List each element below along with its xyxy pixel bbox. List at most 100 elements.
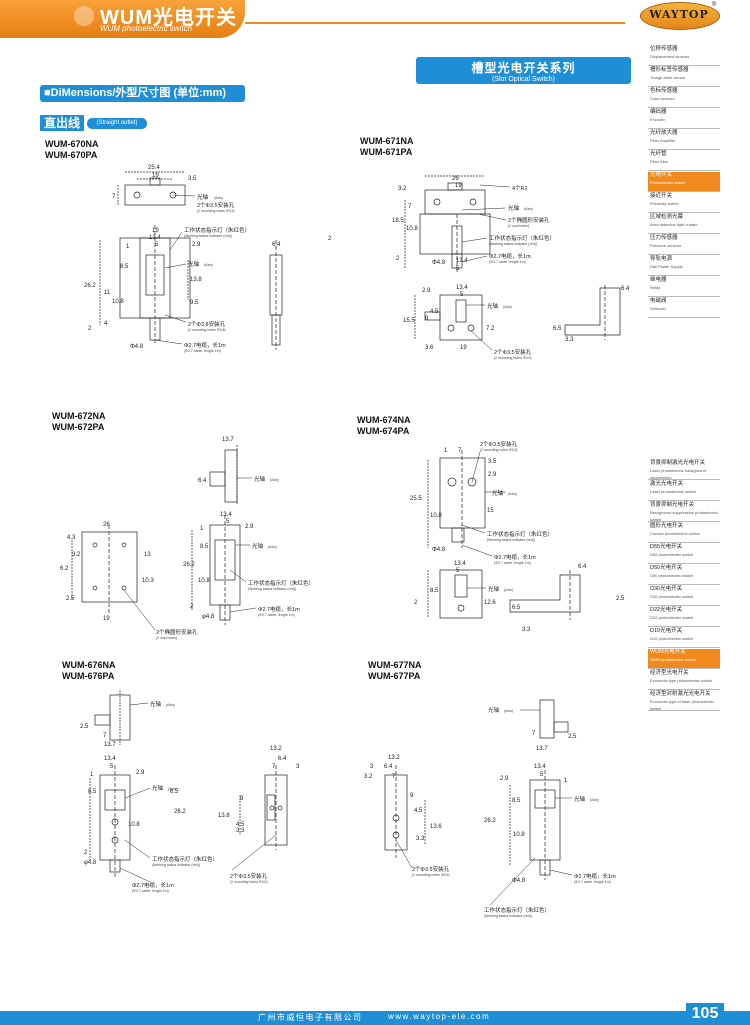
sidebar-item-label: 继电器 bbox=[650, 277, 667, 283]
dim-text: 26 bbox=[103, 522, 110, 528]
callout-holes-en: (2 mounting holes Φ3.5) bbox=[480, 448, 518, 452]
callout-axis-en: (Axis) bbox=[504, 709, 513, 713]
sidebar-item-sublabel: Relay bbox=[650, 285, 661, 290]
drawing-677-side bbox=[384, 765, 426, 858]
dim-text: 13.7 bbox=[222, 437, 234, 443]
dim-text: 2.9 bbox=[488, 472, 497, 478]
callouts-677: 光轴 (Axis) 光轴 (Axis) Φ2.7电缆，长1m (Φ2.7 cab… bbox=[412, 706, 616, 918]
dim-text: 10.8 bbox=[430, 513, 442, 519]
dim-text: 13.4 bbox=[534, 764, 546, 770]
dim-text: 5 bbox=[456, 266, 460, 272]
sidebar-item[interactable]: D30光电开关 D30 photoelectric switch bbox=[648, 586, 720, 606]
callout-axis: 光轴 bbox=[492, 489, 504, 497]
drawing-671-front bbox=[404, 200, 491, 272]
header-title: WUM光电开关 bbox=[100, 7, 237, 29]
sidebar-item-sublabel: D55 photoelectric switch bbox=[650, 552, 694, 557]
sidebar-item-sublabel: Rail Power Supply bbox=[650, 264, 683, 269]
sidebar-item-sublabel: WUM photoelectric switch bbox=[650, 657, 697, 662]
dim-text: 6.4 bbox=[272, 242, 281, 248]
dim-text: 10.8 bbox=[112, 299, 124, 305]
series-subtitle: (Slot Optical Switch) bbox=[491, 76, 556, 83]
callout-cable-en: (Φ2.7 cable, length 1m) bbox=[132, 889, 169, 893]
footer-website-link[interactable]: www.waytop-ele.com bbox=[388, 1012, 491, 1021]
sidebar-item-label: D10光电开关 bbox=[650, 628, 683, 634]
callout-indicator-en: (Working status indicator (red)) bbox=[248, 587, 296, 591]
model-pa: WUM-674PA bbox=[357, 426, 410, 436]
brand-logo[interactable]: WAYTOP bbox=[640, 2, 720, 30]
sidebar-item-label: D30光电开关 bbox=[650, 586, 683, 592]
dim-text: 7 bbox=[272, 764, 276, 770]
dim-text: 13.6 bbox=[430, 824, 442, 830]
drawing-672-front bbox=[191, 515, 241, 625]
dim-text: 6.5 bbox=[553, 326, 562, 332]
callout-holes-en: (2 mounting holes Φ3.5) bbox=[230, 880, 268, 884]
dim-text: 2 bbox=[190, 604, 194, 610]
dim-text: 13.4 bbox=[454, 561, 466, 567]
callout-holes: 2个Φ3.8安装孔 bbox=[188, 320, 226, 328]
callout-axis-en: (Axis) bbox=[524, 207, 533, 211]
dim-text: 4.5 bbox=[430, 309, 439, 315]
callout-holes: 2个Φ3.5安装孔 bbox=[480, 440, 518, 448]
dim-text: 7 bbox=[392, 774, 396, 780]
dim-text: 19 bbox=[103, 616, 110, 622]
drawing-674-front bbox=[427, 450, 486, 548]
sidebar-item[interactable]: 继电器 Relay bbox=[648, 277, 720, 297]
sidebar-item-label: 经济型光电开关 bbox=[650, 670, 689, 676]
dim-text: 1 bbox=[444, 448, 448, 454]
dim-text: 1 bbox=[200, 526, 204, 532]
sidebar-item-sublabel: Area detection light curtain bbox=[650, 222, 698, 227]
dim-text: 3.5 bbox=[488, 459, 497, 465]
dim-text: 8.5 bbox=[88, 789, 97, 795]
callout-oval-en: (2 oval holes) bbox=[156, 636, 177, 640]
callout-holes: 2个Φ3.5安装孔 bbox=[494, 348, 532, 356]
dim-text: 11 bbox=[104, 290, 111, 296]
dim-text: 4 bbox=[104, 321, 108, 327]
callout-indicator: 工作状态指示灯（朱红色） bbox=[489, 234, 555, 242]
callout-cable: Φ2.7电缆，长1m bbox=[258, 605, 300, 613]
header-banner bbox=[0, 0, 245, 38]
callout-axis: 光轴 bbox=[254, 475, 266, 483]
model-na: WUM-670NA bbox=[45, 139, 99, 149]
sidebar-item-sublabel: Circular photoelectric switch bbox=[650, 531, 700, 536]
dim-text: 7 bbox=[458, 448, 462, 454]
callout-axis-en: (Axis) bbox=[166, 703, 175, 707]
dim-text: 3.3 bbox=[416, 836, 425, 842]
dim-text: 3.2 bbox=[364, 774, 373, 780]
model-pa: WUM-670PA bbox=[45, 150, 98, 160]
dim-text: 2.9 bbox=[192, 242, 201, 248]
dim-text: 13.2 bbox=[388, 755, 400, 761]
dim-text: 13.8 bbox=[190, 277, 202, 283]
model-pa: WUM-671PA bbox=[360, 147, 413, 157]
dim-text: 5 bbox=[460, 292, 464, 298]
dim-text: 6.5 bbox=[512, 605, 521, 611]
sidebar-item-sublabel: D30 photoelectric switch bbox=[650, 594, 694, 599]
dim-text: 2.5 bbox=[66, 596, 75, 602]
dim-text: 10.8 bbox=[198, 578, 210, 584]
drawing-671-side bbox=[564, 285, 621, 340]
